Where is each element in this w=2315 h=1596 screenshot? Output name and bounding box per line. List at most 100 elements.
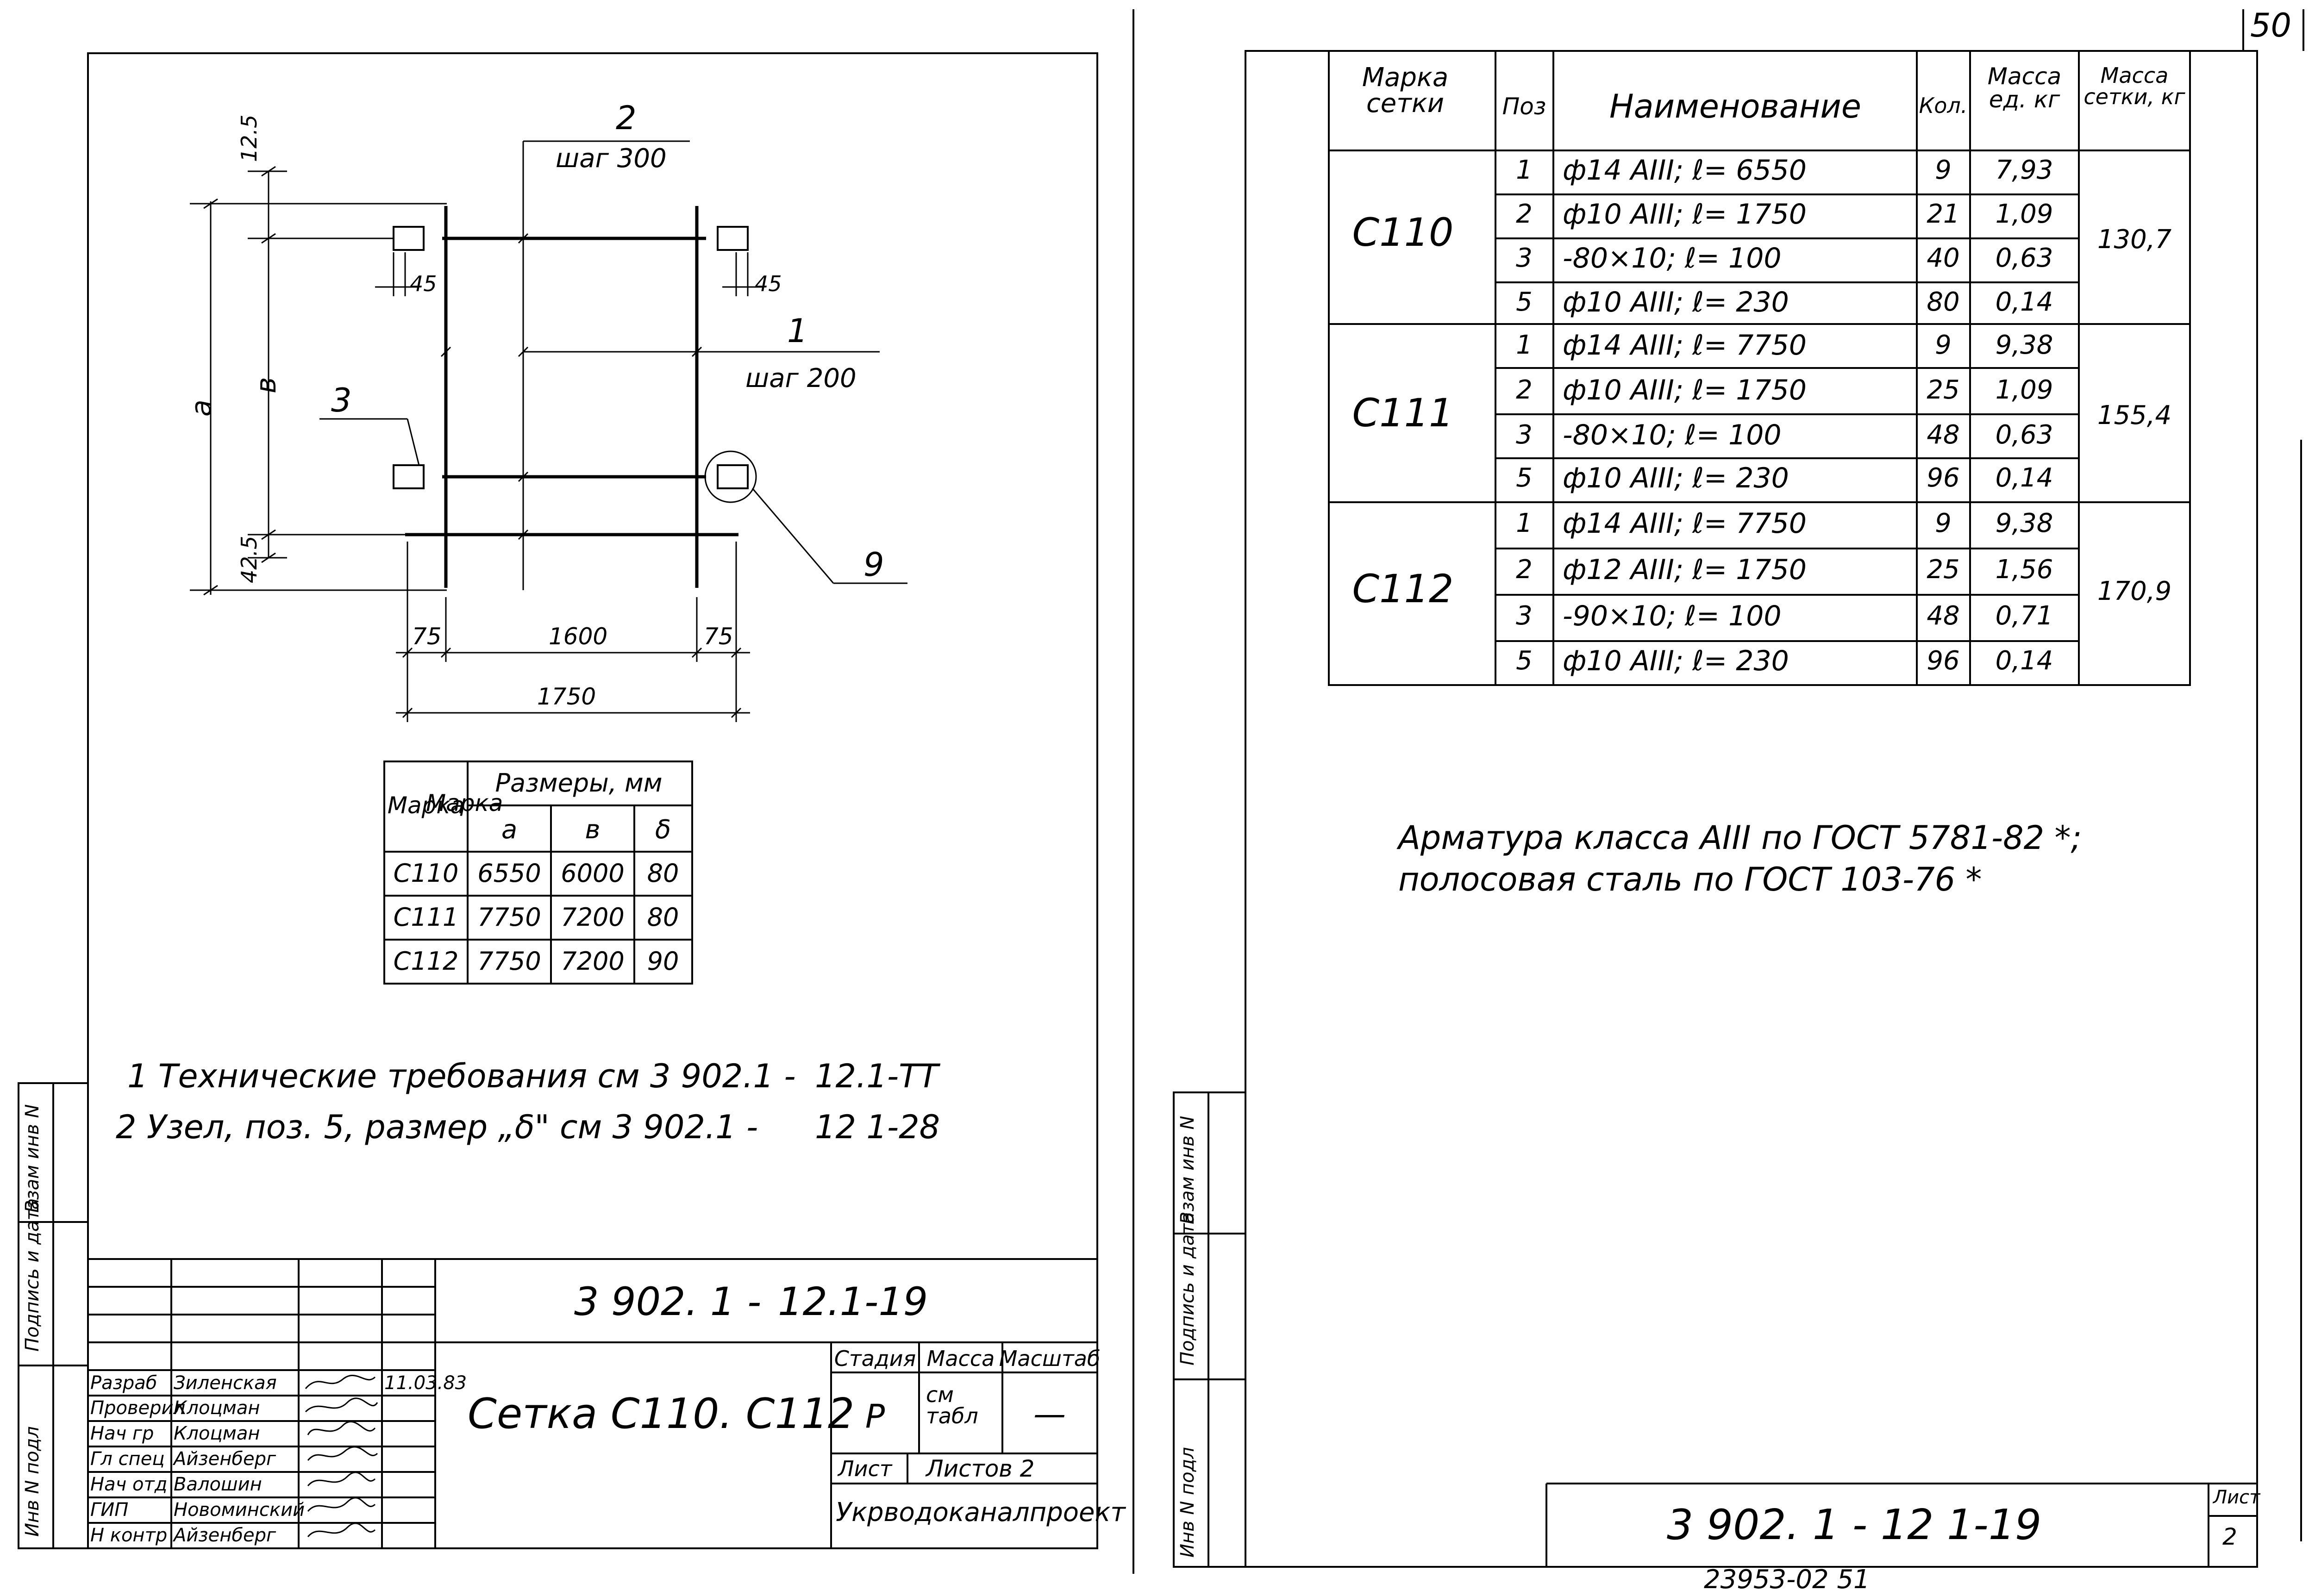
- stamp-role: Разраб: [90, 1372, 157, 1394]
- stamp-organization: Укрводоканалпроект: [836, 1497, 1126, 1527]
- spec-row-qty: 80: [1927, 287, 1960, 317]
- spec-group-total: 130,7: [2097, 224, 2172, 255]
- dim-b-label: в: [250, 377, 282, 393]
- spec-row-mass: 7,93: [1995, 155, 2053, 185]
- size-table-row-d: 80: [647, 859, 679, 888]
- side-label-signature: Подпись и дата: [22, 1198, 43, 1352]
- spec-row-qty: 96: [1927, 646, 1960, 676]
- size-table-row-d: 90: [647, 947, 679, 976]
- spec-row-pos: 1: [1516, 155, 1533, 185]
- side-label-replace: Взам инв N: [22, 1104, 43, 1213]
- spec-row-pos: 3: [1516, 601, 1533, 631]
- stamp-role: Нач гр: [90, 1423, 154, 1444]
- size-table-header-mark: Марка: [426, 790, 503, 817]
- size-table-row-d: 80: [647, 903, 679, 932]
- spec-row-pos: 2: [1516, 199, 1533, 229]
- stamp-name: Айзенберг: [174, 1448, 276, 1470]
- spec-row-qty: 48: [1927, 420, 1960, 450]
- note-1-ref: 12.1-ТТ: [815, 1057, 939, 1095]
- size-table-col-b: в: [585, 815, 601, 845]
- stamp-role: ГИП: [90, 1499, 129, 1521]
- note-2-text: 2 Узел, поз. 5, размер „δ" см 3 902.1 -: [116, 1108, 758, 1146]
- stamp-role: Проверил: [90, 1397, 186, 1419]
- stamp-stage-label: Стадия: [834, 1346, 916, 1371]
- stamp-mass-label: Масса: [926, 1346, 995, 1371]
- spec-row-name: ф10 АIII; ℓ= 1750: [1563, 198, 1807, 231]
- size-table-col-d: δ: [655, 815, 671, 845]
- stamp-role: Нач отд: [90, 1474, 168, 1495]
- spec-row-pos: 5: [1516, 463, 1533, 493]
- size-table-row-mark: С111: [393, 903, 459, 932]
- stamp-date: 11.03.83: [384, 1372, 467, 1394]
- spec-row-name: ф10 АIII; ℓ= 230: [1563, 645, 1789, 677]
- stamp-name: Айзенберг: [174, 1525, 276, 1546]
- step-200-label: шаг 200: [745, 363, 857, 393]
- spec-header-qty: Кол.: [1919, 93, 1968, 118]
- spec-row-qty: 9: [1935, 155, 1952, 185]
- spec-row-mass: 1,56: [1995, 555, 2053, 585]
- size-table-row-a: 6550: [477, 859, 541, 888]
- stamp-doc-code-2: 12.1-19: [778, 1279, 928, 1324]
- side-label-inv: Инв N подл: [22, 1426, 43, 1537]
- size-table-row-b: 7200: [561, 947, 625, 976]
- spec-row-pos: 3: [1516, 243, 1533, 273]
- dim-75-right: 75: [704, 623, 733, 650]
- size-table-row-mark: С110: [393, 859, 459, 888]
- spec-row-qty: 25: [1927, 375, 1960, 405]
- spec-row-name: ф10 АIII; ℓ= 230: [1563, 286, 1789, 318]
- size-table-sizes-header: Размеры, мм: [495, 768, 663, 798]
- dim-42-5: 42.5: [237, 536, 262, 583]
- spec-row-qty: 25: [1927, 555, 1960, 585]
- spec-row-mass: 9,38: [1995, 330, 2053, 360]
- right-stamp-doc-code: 3 902. 1 - 12 1-19: [1667, 1501, 2042, 1549]
- spec-row-mass: 0,63: [1995, 420, 2053, 450]
- size-table-row-a: 7750: [477, 947, 541, 976]
- stamp-sheet-label: Лист: [838, 1456, 892, 1481]
- size-table-row-a: 7750: [477, 903, 541, 932]
- dim-a-label: a: [185, 399, 218, 417]
- page-number: 50: [2250, 6, 2292, 44]
- spec-row-name: ф10 АIII; ℓ= 230: [1563, 462, 1789, 494]
- spec-row-name: ф14 АIII; ℓ= 6550: [1563, 154, 1807, 187]
- spec-row-name: ф14 АIII; ℓ= 7750: [1563, 507, 1807, 540]
- stamp-role: Н контр: [90, 1525, 168, 1546]
- spec-row-name: ф10 АIII; ℓ= 1750: [1563, 374, 1807, 406]
- spec-row-qty: 9: [1935, 508, 1952, 538]
- spec-row-mass: 1,09: [1995, 199, 2053, 229]
- spec-row-qty: 96: [1927, 463, 1960, 493]
- note-2-ref: 12 1-28: [815, 1108, 940, 1146]
- spec-row-pos: 5: [1516, 646, 1533, 676]
- right-stamp-sheet-no: 2: [2222, 1523, 2237, 1550]
- right-side-label-signature: Подпись и дата: [1177, 1212, 1198, 1365]
- right-side-label-inv: Инв N подл: [1177, 1447, 1198, 1558]
- spec-group-mark: С111: [1352, 390, 1454, 436]
- spec-row-qty: 48: [1927, 601, 1960, 631]
- spec-row-name: ф14 АIII; ℓ= 7750: [1563, 329, 1807, 362]
- stamp-role: Гл спец: [90, 1448, 165, 1470]
- spec-row-name: -90×10; ℓ= 100: [1563, 600, 1782, 632]
- signature-scribbles: [305, 1375, 378, 1537]
- size-table-row-b: 6000: [561, 859, 625, 888]
- stamp-name: Клоцман: [174, 1423, 260, 1444]
- stamp-name: Валошин: [174, 1474, 262, 1495]
- spec-header-name: Наименование: [1609, 87, 1861, 125]
- spec-row-pos: 2: [1516, 375, 1533, 405]
- spec-row-pos: 3: [1516, 420, 1533, 450]
- dim-1600: 1600: [549, 623, 608, 650]
- dim-12-5: 12.5: [237, 114, 262, 162]
- right-stamp-sheet-label: Лист: [2213, 1487, 2260, 1508]
- material-note-line-1: Арматура класса АIII по ГОСТ 5781-82 *;: [1398, 819, 2082, 857]
- stamp-mass-value: см табл: [926, 1382, 978, 1428]
- spec-row-mass: 0,63: [1995, 243, 2053, 273]
- size-table-row-mark: С112: [393, 947, 459, 976]
- spec-row-qty: 9: [1935, 330, 1952, 360]
- spec-row-qty: 21: [1927, 199, 1960, 229]
- step-300-label: шаг 300: [556, 143, 667, 174]
- position-label-2: 2: [616, 99, 637, 137]
- spec-header-mass-mesh: Масса сетки, кг: [2084, 63, 2185, 109]
- spec-row-pos: 2: [1516, 555, 1533, 585]
- spec-row-name: -80×10; ℓ= 100: [1563, 419, 1782, 451]
- dim-45-right: 45: [755, 271, 782, 296]
- note-1-text: 1 Технические требования см 3 902.1 -: [127, 1057, 796, 1095]
